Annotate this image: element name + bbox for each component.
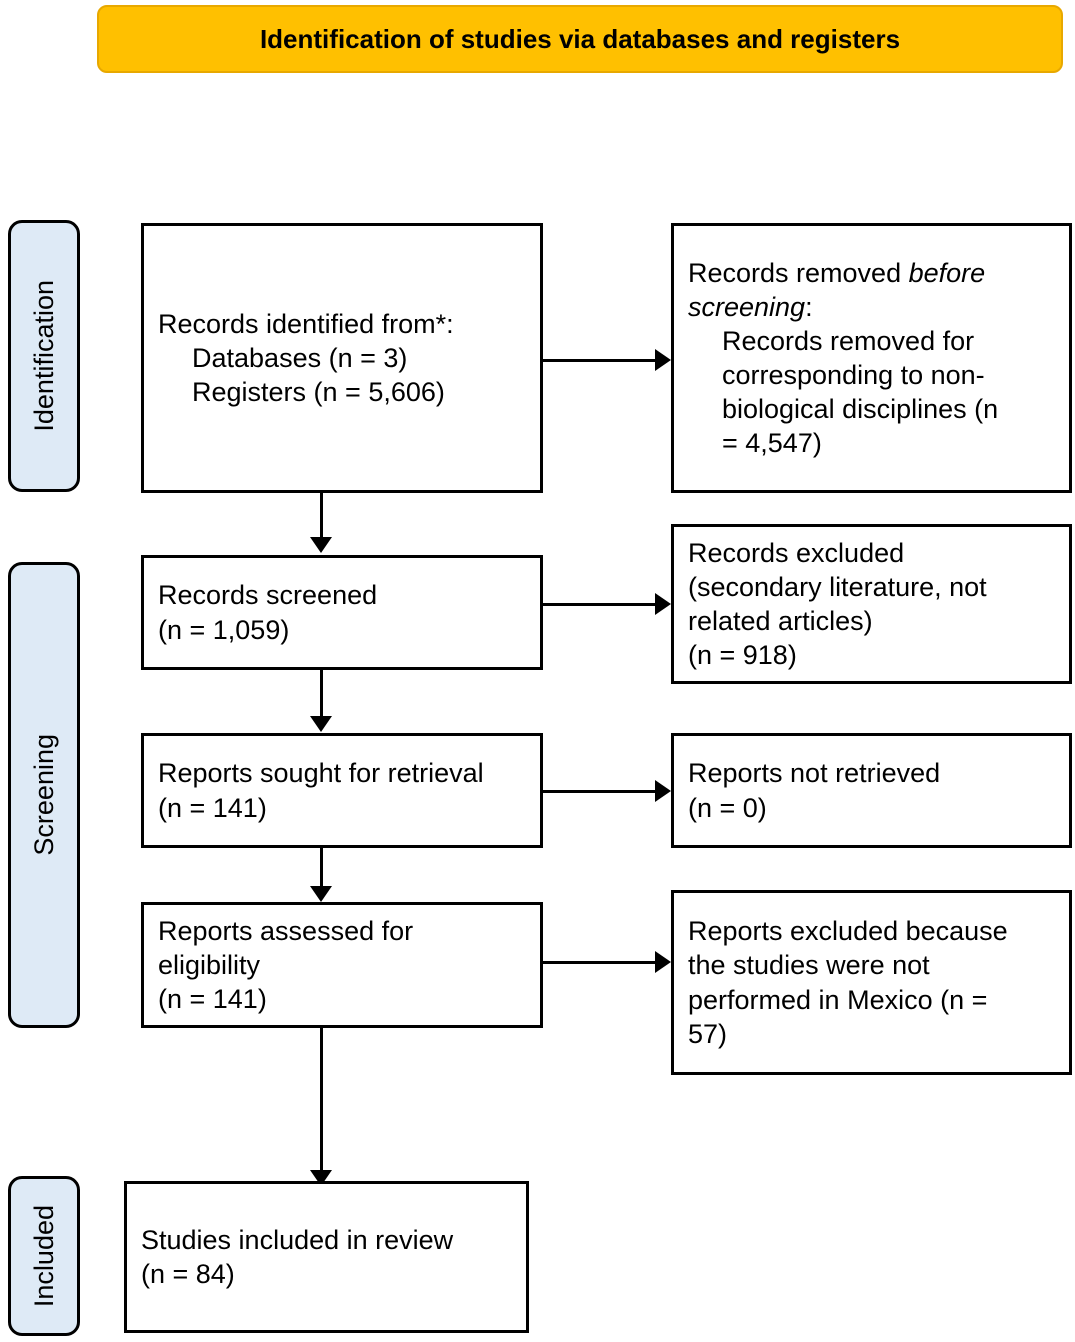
phase-label-identification: Identification (8, 220, 80, 492)
records-removed-line-3: Records removed for (722, 325, 975, 356)
records-screened-line-1: Records screened (158, 580, 378, 611)
reports-excluded-line-3: performed in Mexico (n = (688, 984, 988, 1015)
arrowhead-identified-to-screened (310, 537, 332, 553)
records-removed-line-4: corresponding to non- (722, 360, 985, 390)
box-records-identified: Records identified from*: Databases (n =… (141, 223, 543, 493)
reports-assessed-line-2: eligibility (158, 949, 261, 980)
header-banner: Identification of studies via databases … (97, 5, 1063, 73)
connector-assessed-to-included (320, 1028, 323, 1174)
box-reports-assessed: Reports assessed for eligibility (n = 14… (141, 902, 543, 1028)
phase-label-identification-text: Identification (28, 280, 59, 432)
records-removed-line-1: Records removed before (688, 256, 1055, 290)
phase-label-screening-text: Screening (28, 734, 59, 856)
arrowhead-assessed-to-excluded (655, 951, 671, 973)
connector-screened-to-sought (320, 670, 323, 718)
phase-label-screening: Screening (8, 562, 80, 1028)
arrowhead-screened-to-sought (310, 716, 332, 732)
connector-identified-to-screened (320, 493, 323, 539)
box-studies-included: Studies included in review (n = 84) (124, 1181, 529, 1333)
records-identified-line-3: Registers (n = 5,606) (192, 377, 445, 407)
reports-not-retrieved-line-2: (n = 0) (688, 792, 767, 823)
reports-assessed-line-3: (n = 141) (158, 984, 267, 1014)
page-title: Identification of studies via databases … (259, 23, 901, 54)
records-removed-line-2: screening: (688, 290, 1055, 324)
records-removed-colon: : (805, 291, 813, 322)
reports-assessed-line-1: Reports assessed for (158, 915, 414, 946)
reports-sought-line-1: Reports sought for retrieval (158, 758, 484, 789)
reports-not-retrieved-line-1: Reports not retrieved (688, 758, 941, 789)
records-screened-line-2: (n = 1,059) (158, 614, 290, 645)
arrowhead-sought-to-not-retrieved (655, 780, 671, 802)
phase-label-included: Included (8, 1176, 80, 1336)
records-excluded-line-2: (secondary literature, not (688, 571, 987, 602)
box-records-removed: Records removed before screening: Record… (671, 223, 1072, 493)
records-removed-italic-before: before (908, 257, 986, 288)
reports-sought-line-2: (n = 141) (158, 792, 267, 823)
reports-excluded-line-1: Reports excluded because (688, 916, 1008, 947)
box-records-excluded: Records excluded (secondary literature, … (671, 524, 1072, 684)
connector-identified-to-removed (543, 359, 661, 362)
connector-sought-to-assessed (320, 848, 323, 888)
records-identified-line-1: Records identified from*: (158, 308, 454, 339)
studies-included-line-2: (n = 84) (141, 1259, 235, 1289)
arrowhead-sought-to-assessed (310, 886, 332, 902)
box-records-screened: Records screened (n = 1,059) (141, 555, 543, 670)
box-reports-sought: Reports sought for retrieval (n = 141) (141, 733, 543, 848)
records-removed-line-5: biological disciplines (n (722, 394, 999, 425)
phase-label-included-text: Included (28, 1204, 59, 1308)
records-excluded-line-4: (n = 918) (688, 640, 797, 671)
box-reports-not-retrieved: Reports not retrieved (n = 0) (671, 733, 1072, 848)
records-removed-line-6: = 4,547) (722, 428, 822, 459)
records-identified-line-2: Databases (n = 3) (192, 342, 408, 373)
reports-excluded-line-4: 57) (688, 1018, 728, 1049)
studies-included-line-1: Studies included in review (141, 1224, 454, 1255)
records-excluded-line-1: Records excluded (688, 537, 905, 568)
arrowhead-screened-to-excluded (655, 593, 671, 615)
arrowhead-identified-to-removed (655, 349, 671, 371)
connector-assessed-to-excluded (543, 961, 661, 964)
reports-excluded-line-2: the studies were not (688, 950, 930, 981)
records-removed-prefix: Records removed (688, 257, 909, 288)
records-excluded-line-3: related articles) (688, 606, 873, 636)
records-removed-italic-screening: screening (688, 291, 806, 322)
connector-screened-to-excluded (543, 603, 661, 606)
box-reports-excluded: Reports excluded because the studies wer… (671, 890, 1072, 1075)
connector-sought-to-not-retrieved (543, 790, 661, 793)
